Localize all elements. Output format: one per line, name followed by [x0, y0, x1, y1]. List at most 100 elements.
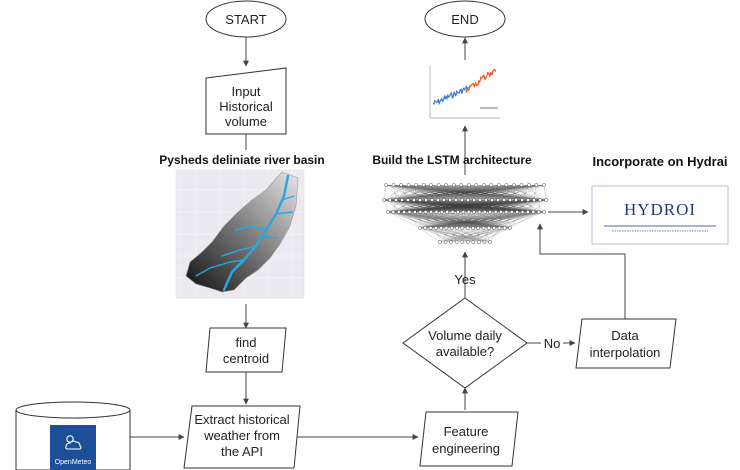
lstm-connection: [472, 211, 545, 229]
input-line-2: Historical: [219, 99, 273, 114]
lstm-connection: [419, 184, 545, 201]
lstm-connection: [484, 227, 489, 243]
lstm-neuron: [508, 198, 512, 202]
lstm-connection: [419, 211, 469, 229]
lstm-connection: [401, 184, 522, 201]
lstm-neuron: [418, 210, 423, 214]
lstm-connection: [419, 211, 534, 229]
lstm-connection: [451, 227, 474, 243]
lstm-connection: [543, 184, 547, 201]
lstm-neuron: [514, 198, 518, 202]
lstm-connection: [451, 227, 457, 243]
lstm-neuron: [436, 183, 441, 187]
lstm-connection: [398, 199, 409, 213]
lstm-connection: [414, 199, 445, 213]
lstm-connection: [413, 184, 529, 201]
lstm-neuron: [400, 198, 404, 202]
lstm-neuron: [531, 210, 536, 214]
end-label: END: [451, 12, 478, 27]
lstm-neuron: [429, 183, 433, 187]
lstm-connection: [497, 184, 537, 201]
lstm-connection: [419, 211, 501, 229]
lstm-neuron: [465, 240, 470, 244]
lstm-neuron: [532, 198, 536, 202]
lstm-neuron: [449, 226, 454, 230]
lstm-neuron: [442, 198, 446, 202]
edge-interp-lstm: [537, 223, 626, 319]
openmeteo-logo: [50, 425, 96, 470]
start-label: START: [225, 12, 266, 27]
lstm-neuron: [386, 210, 390, 214]
river-basin-map: [175, 169, 305, 299]
lstm-neuron: [421, 183, 426, 187]
lstm-neuron: [430, 198, 434, 202]
lstm-connection: [441, 211, 545, 229]
lstm-connection: [419, 211, 485, 229]
lstm-neuron: [460, 240, 465, 244]
lstm-neuron: [434, 210, 439, 214]
lstm-connection: [521, 184, 547, 201]
lstm-connection: [419, 199, 437, 213]
lstm-neuron: [396, 210, 401, 214]
lstm-connection: [407, 184, 537, 201]
lstm-neuron: [451, 183, 456, 187]
lstm-connection: [436, 199, 547, 213]
lstm-neuron: [481, 226, 486, 230]
lstm-neuron: [483, 210, 487, 214]
lstm-connection: [387, 199, 547, 213]
lstm-connection: [468, 199, 547, 213]
lstm-connection: [521, 184, 530, 201]
lstm-neuron: [544, 198, 548, 202]
lstm-neuron: [439, 210, 444, 214]
lstm-connection: [509, 184, 545, 201]
hydroi-logo: HYDROI: [624, 200, 696, 219]
lstm-neuron: [418, 198, 422, 202]
lstm-connection: [436, 199, 457, 213]
extract-line-1: Extract historical: [194, 412, 289, 427]
lstm-neuron: [443, 240, 448, 244]
lstm-connection: [456, 227, 468, 243]
lstm-neuron: [406, 198, 410, 202]
lstm-connection: [439, 227, 468, 243]
lstm-connection: [425, 227, 452, 243]
openmeteo-label: OpenMeteo: [55, 459, 92, 466]
lstm-connection: [420, 199, 547, 213]
lstm-connection: [500, 199, 547, 213]
lstm-connection: [441, 199, 451, 213]
lstm-neuron: [459, 183, 464, 187]
lstm-neuron: [477, 240, 481, 244]
lstm-neuron: [455, 226, 459, 230]
lstm-connection: [467, 227, 474, 243]
lstm-connection: [439, 227, 452, 243]
lstm-neuron: [502, 198, 506, 202]
lstm-connection: [509, 184, 522, 201]
lstm-connection: [387, 199, 475, 213]
lstm-neuron: [454, 198, 458, 202]
lstm-neuron: [534, 183, 539, 187]
lstm-connection: [419, 227, 441, 243]
lstm-neuron: [526, 210, 530, 214]
lstm-connection: [484, 199, 547, 213]
lstm-neuron: [520, 210, 525, 214]
lstm-neuron: [472, 198, 476, 202]
lstm-connection: [441, 199, 469, 213]
lstm-connection: [517, 199, 547, 213]
lstm-connection: [387, 199, 457, 213]
lstm-connection: [420, 199, 457, 213]
lstm-connection: [439, 227, 500, 243]
edges: [130, 37, 626, 440]
lstm-neuron: [527, 183, 531, 187]
lstm-connection: [430, 199, 445, 213]
lstm-neuron: [465, 226, 470, 230]
lstm-connection: [483, 227, 491, 243]
lstm-neuron: [434, 226, 438, 230]
lstm-connection: [414, 199, 427, 213]
lstm-connection: [393, 199, 415, 213]
lstm-connection: [401, 184, 545, 201]
hydrai-title: Incorporate on Hydrai: [592, 154, 727, 169]
lstm-neuron: [402, 210, 406, 214]
feature-line-2: engineering: [432, 441, 500, 456]
lstm-neuron: [449, 240, 453, 244]
lstm-neuron: [496, 198, 500, 202]
lstm-neuron: [482, 240, 487, 244]
